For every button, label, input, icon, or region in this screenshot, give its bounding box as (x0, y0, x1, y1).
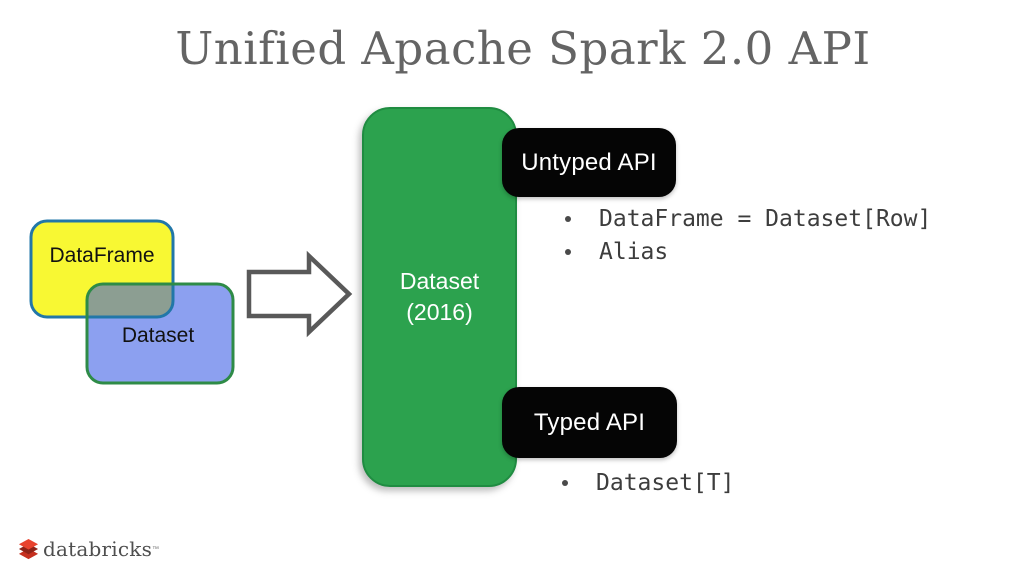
dataset-box-line2: (2016) (406, 299, 473, 325)
typed-api-badge: Typed API (502, 387, 677, 458)
bullet-text: Alias (599, 238, 669, 265)
trademark-mark: ™ (152, 545, 160, 553)
databricks-wordmark: databricks (43, 537, 153, 561)
arrow-shape (246, 250, 353, 338)
untyped-bullet-list: DataFrame = Dataset[Row] Alias (565, 202, 931, 268)
dataset-box-line1: Dataset (399, 268, 480, 294)
typed-bullet-list: Dataset[T] (562, 466, 734, 499)
bullet-dot-icon (562, 479, 568, 486)
dataset-rect-outline (85, 282, 235, 385)
bullet-item: DataFrame = Dataset[Row] (565, 202, 931, 235)
dataset-2016-box: Dataset (2016) (362, 107, 517, 487)
bullet-item: Dataset[T] (562, 466, 734, 499)
venn-diagram: DataFrame Dataset (29, 219, 235, 385)
slide-title: Unified Apache Spark 2.0 API (175, 22, 871, 75)
dataframe-label: DataFrame (49, 244, 154, 267)
bullet-dot-icon (565, 215, 571, 222)
bullet-item: Alias (565, 235, 931, 268)
bullet-text: DataFrame = Dataset[Row] (599, 205, 932, 232)
dataframe-rect-outline (29, 219, 175, 319)
logo-layer-top (18, 538, 39, 549)
bullet-text: Dataset[T] (596, 469, 735, 496)
untyped-api-badge: Untyped API (502, 128, 676, 197)
databricks-logo-icon (18, 538, 39, 559)
bullet-dot-icon (565, 248, 571, 255)
dataset-label: Dataset (122, 324, 195, 347)
transform-arrow-icon (246, 250, 353, 338)
venn-overlap-region (87, 284, 173, 317)
